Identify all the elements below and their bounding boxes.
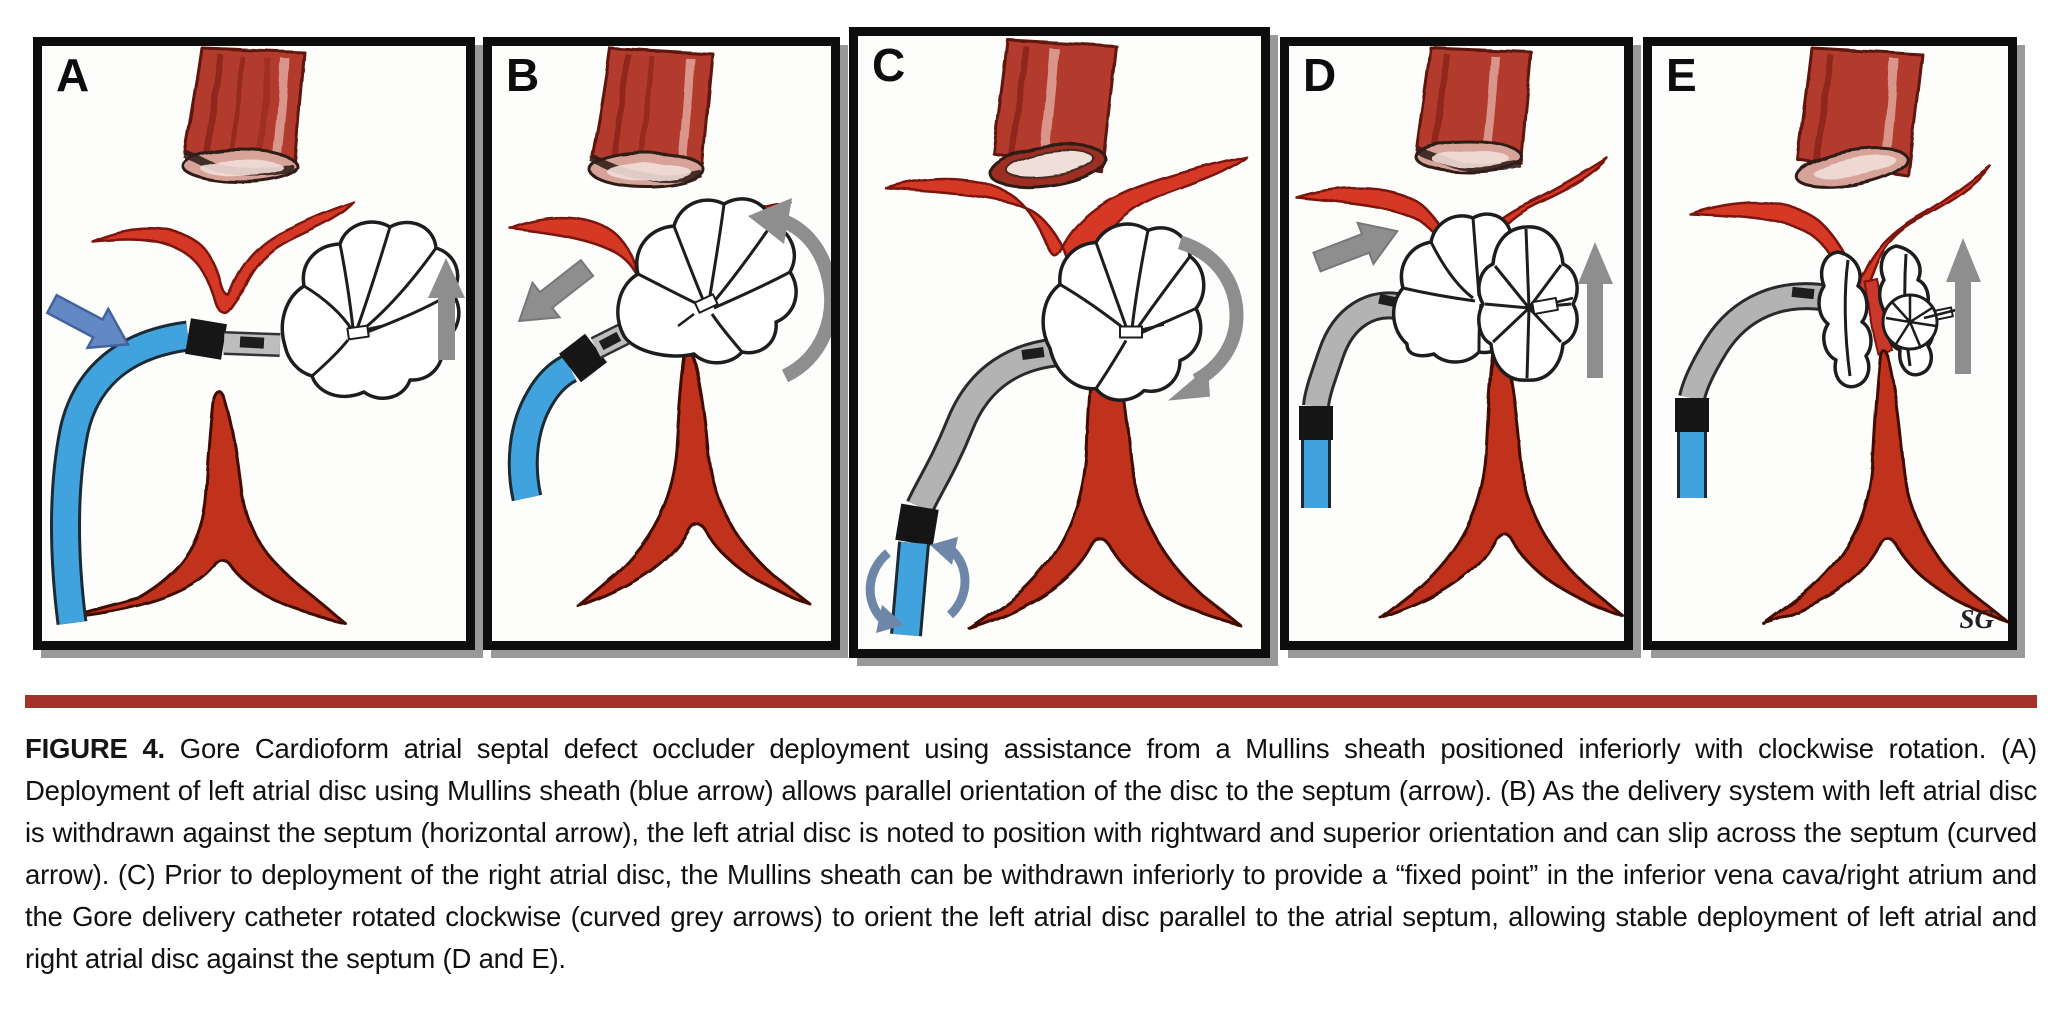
artist-signature: SG	[1959, 604, 1994, 634]
panel-e: E SG	[1643, 37, 2017, 650]
panel-d: D	[1280, 37, 1633, 650]
catheter-marker-band	[895, 503, 939, 546]
mullins-sheath	[890, 541, 930, 637]
panel-a: A	[33, 37, 475, 650]
aorta-vessel	[181, 46, 306, 184]
panel-label-c: C	[872, 39, 907, 91]
mullins-sheath	[507, 354, 578, 502]
septum-flap	[90, 200, 356, 314]
left-atrial-disc	[1041, 222, 1206, 402]
panel-label-b: B	[506, 49, 541, 101]
figure-caption-text: Gore Cardioform atrial septal defect occ…	[25, 733, 2038, 974]
withdraw-arrow-icon	[517, 258, 595, 323]
panel-b: B	[483, 37, 840, 650]
sheath-marker-band	[185, 318, 227, 360]
figure-caption: FIGURE 4. Gore Cardioform atrial septal …	[25, 728, 2037, 980]
panel-e-drawing	[1675, 46, 2008, 626]
aorta-vessel	[1414, 46, 1533, 174]
rotation-arrows-icon	[865, 536, 970, 633]
inferior-septum	[1762, 348, 2008, 626]
aorta-vessel	[1795, 46, 1924, 189]
aorta-vessel	[588, 46, 715, 189]
delivery-catheter	[223, 331, 281, 357]
septum-flap	[884, 154, 1248, 280]
panel-a-drawing	[45, 46, 465, 625]
left-atrial-disc	[616, 197, 798, 365]
push-arrow-icon	[1312, 221, 1400, 273]
curved-arrow-icon	[748, 198, 831, 383]
up-arrow-icon	[1946, 238, 1981, 374]
up-arrow-icon	[1578, 242, 1613, 378]
delivery-catheter	[906, 337, 1057, 514]
delivery-catheter	[1678, 282, 1831, 402]
blue-arrow-icon	[45, 293, 130, 350]
delivery-catheter	[590, 323, 630, 359]
figure-caption-label: FIGURE 4.	[25, 733, 165, 764]
caption-divider-rule	[25, 695, 2037, 708]
panel-c: C	[849, 27, 1270, 658]
panel-d-drawing	[1295, 46, 1624, 620]
panel-label-a: A	[56, 49, 91, 101]
panel-label-e: E	[1666, 49, 1698, 101]
inferior-septum	[576, 347, 812, 608]
inferior-septum	[1379, 332, 1624, 620]
mullins-sheath	[50, 320, 191, 625]
sheath-marker-band	[559, 333, 607, 383]
aorta-vessel	[988, 38, 1118, 190]
right-atrial-disc	[1878, 244, 1957, 377]
panel-c-drawing	[865, 38, 1248, 637]
left-atrial-disc	[280, 220, 461, 400]
curved-arrow-icon	[1168, 235, 1244, 401]
up-arrow-icon	[428, 258, 465, 360]
inferior-septum	[62, 390, 346, 624]
panel-b-drawing	[507, 46, 831, 608]
right-atrial-disc	[1477, 225, 1579, 382]
panel-label-d: D	[1303, 49, 1338, 101]
left-atrial-disc	[1817, 250, 1873, 389]
